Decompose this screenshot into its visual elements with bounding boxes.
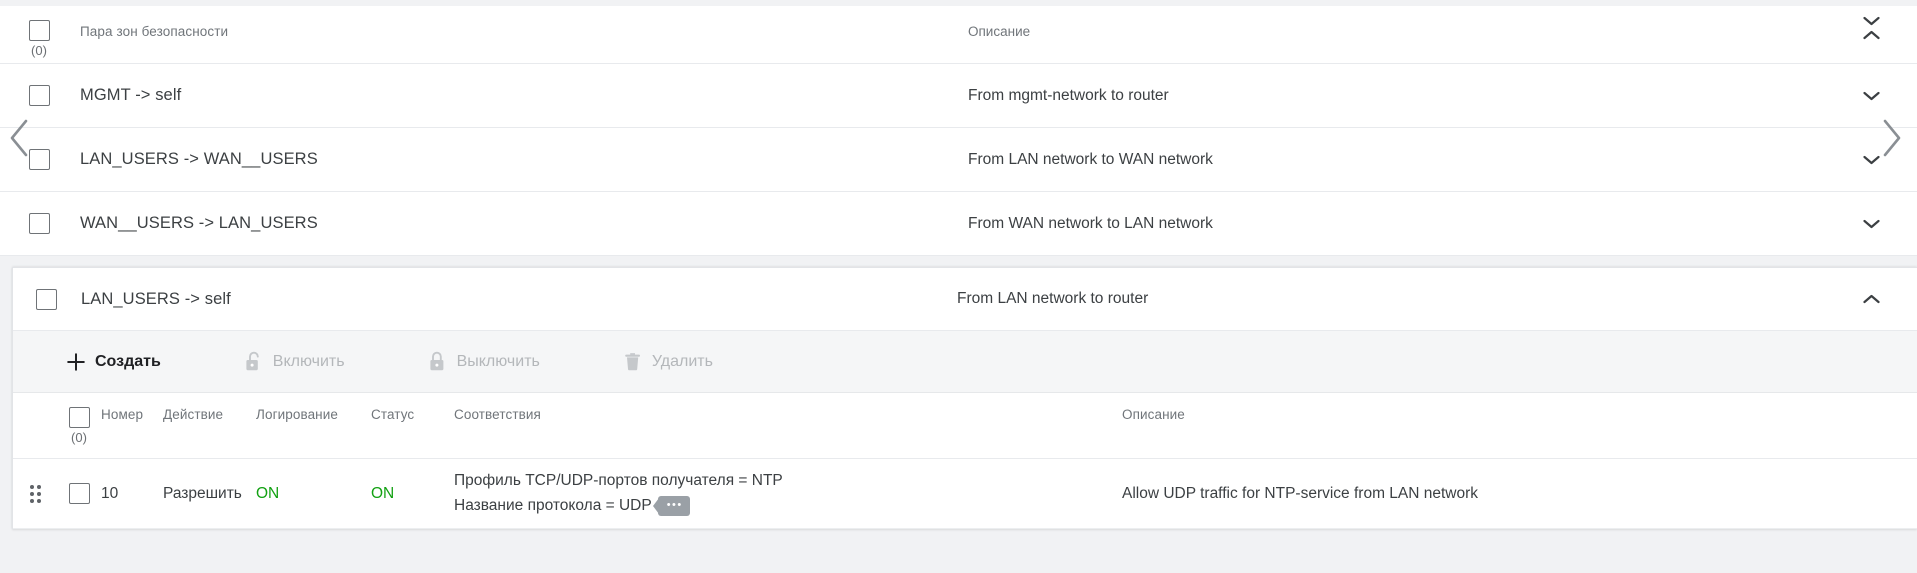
zone-pair-description: From LAN network to router [957, 290, 1149, 307]
selected-count: (0) [31, 43, 47, 58]
row-checkbox[interactable] [35, 288, 57, 310]
match-condition-2-wrapper: Название протокола = UDP ••• [454, 494, 1122, 518]
plus-icon [66, 352, 86, 372]
expanded-zone-pair-panel: LAN_USERS -> self From LAN network to ro… [12, 267, 1917, 529]
zone-pair-row-expanded[interactable]: LAN_USERS -> self From LAN network to ro… [13, 268, 1917, 331]
row-checkbox[interactable] [28, 213, 50, 234]
column-header-zone-pair[interactable]: Пара зон безопасности [80, 24, 229, 39]
rules-header-row: (0) Номер Действие Логирование Статус Со… [13, 393, 1917, 459]
drag-handle-icon [29, 484, 41, 503]
column-header-description[interactable]: Описание [968, 24, 1031, 39]
create-button-label: Создать [95, 352, 161, 370]
zone-pair-description: From WAN network to LAN network [968, 214, 1213, 232]
chevron-left-icon [10, 119, 28, 157]
rules-toolbar: Создать Включить [13, 331, 1917, 393]
zone-pair-description: From LAN network to WAN network [968, 150, 1213, 168]
delete-button-label: Удалить [651, 352, 713, 370]
column-header-rule-description[interactable]: Описание [1122, 407, 1185, 422]
disable-button-label: Выключить [456, 352, 540, 370]
enable-button[interactable]: Включить [235, 345, 355, 378]
row-checkbox[interactable] [28, 85, 50, 106]
column-header-matches[interactable]: Соответствия [454, 407, 541, 422]
expand-row-button[interactable] [1825, 155, 1917, 165]
rules-select-all-checkbox[interactable] [68, 407, 90, 428]
prev-page-button[interactable] [0, 108, 38, 168]
row-select-cell[interactable] [0, 213, 78, 234]
zone-pair-row[interactable]: LAN_USERS -> WAN__USERS From LAN network… [0, 128, 1917, 192]
delete-button[interactable]: Удалить [614, 345, 723, 378]
collapse-all-icon [1862, 16, 1880, 40]
chevron-down-icon [1862, 91, 1880, 100]
enable-button-label: Включить [272, 352, 345, 370]
zone-pairs-table: (0) Пара зон безопасности Описание MGMT … [0, 6, 1917, 256]
drag-handle[interactable] [13, 484, 57, 503]
zone-pair-row[interactable]: MGMT -> self From mgmt-network to router [0, 64, 1917, 128]
rule-number: 10 [101, 484, 119, 502]
create-button[interactable]: Создать [56, 346, 171, 378]
expand-row-button[interactable] [1825, 219, 1917, 229]
chevron-up-icon [1862, 294, 1880, 304]
rule-row[interactable]: 10 Разрешить ON ON Профиль TCP/UDP-порто… [13, 459, 1917, 529]
zone-pair-row[interactable]: WAN__USERS -> LAN_USERS From WAN network… [0, 192, 1917, 256]
zone-pair-description: From mgmt-network to router [968, 86, 1169, 104]
row-checkbox[interactable] [28, 149, 50, 170]
rules-select-all-cell[interactable]: (0) [57, 407, 101, 444]
zone-pair-name: LAN_USERS -> WAN__USERS [80, 150, 318, 168]
zone-pair-name: LAN_USERS -> self [81, 289, 231, 308]
row-select-cell[interactable] [0, 149, 78, 170]
zone-pair-name: MGMT -> self [80, 86, 182, 104]
trash-icon [624, 351, 643, 372]
lock-icon [429, 351, 448, 372]
rule-status-value: ON [371, 484, 395, 502]
chevron-down-icon [1862, 155, 1880, 164]
chevron-down-icon [1862, 219, 1880, 228]
column-header-status[interactable]: Статус [371, 407, 415, 422]
rule-logging-value: ON [256, 484, 280, 502]
header-select-all-cell[interactable]: (0) [0, 6, 78, 57]
rule-logging-cell: ON [256, 485, 371, 503]
unlock-icon [245, 351, 264, 372]
match-condition-1: Профиль TCP/UDP-портов получателя = NTP [454, 472, 783, 490]
rule-description: Allow UDP traffic for NTP-service from L… [1122, 484, 1479, 502]
column-header-action[interactable]: Действие [163, 407, 224, 422]
match-condition-2: Название протокола = UDP [454, 496, 652, 514]
collapse-row-button[interactable] [1825, 294, 1917, 304]
collapse-all-button[interactable] [1825, 6, 1917, 40]
disable-button[interactable]: Выключить [419, 345, 550, 378]
rule-action: Разрешить [163, 484, 242, 502]
zone-pair-name: WAN__USERS -> LAN_USERS [80, 214, 318, 232]
rule-select-cell[interactable] [57, 483, 101, 504]
rule-checkbox[interactable] [68, 483, 90, 504]
rules-selected-count: (0) [71, 430, 87, 445]
rule-status-cell: ON [371, 485, 454, 503]
expand-row-button[interactable] [1825, 91, 1917, 101]
rule-matches-cell: Профиль TCP/UDP-портов получателя = NTP … [454, 469, 1122, 517]
next-page-button[interactable] [1873, 108, 1911, 168]
column-header-number[interactable]: Номер [101, 407, 144, 422]
chevron-right-icon [1883, 119, 1901, 157]
row-select-cell[interactable] [0, 85, 78, 106]
more-matches-badge[interactable]: ••• [657, 495, 690, 516]
column-header-logging[interactable]: Логирование [256, 407, 338, 422]
zone-pairs-header-row: (0) Пара зон безопасности Описание [0, 6, 1917, 64]
row-select-cell[interactable] [13, 288, 79, 310]
select-all-checkbox[interactable] [28, 20, 50, 41]
